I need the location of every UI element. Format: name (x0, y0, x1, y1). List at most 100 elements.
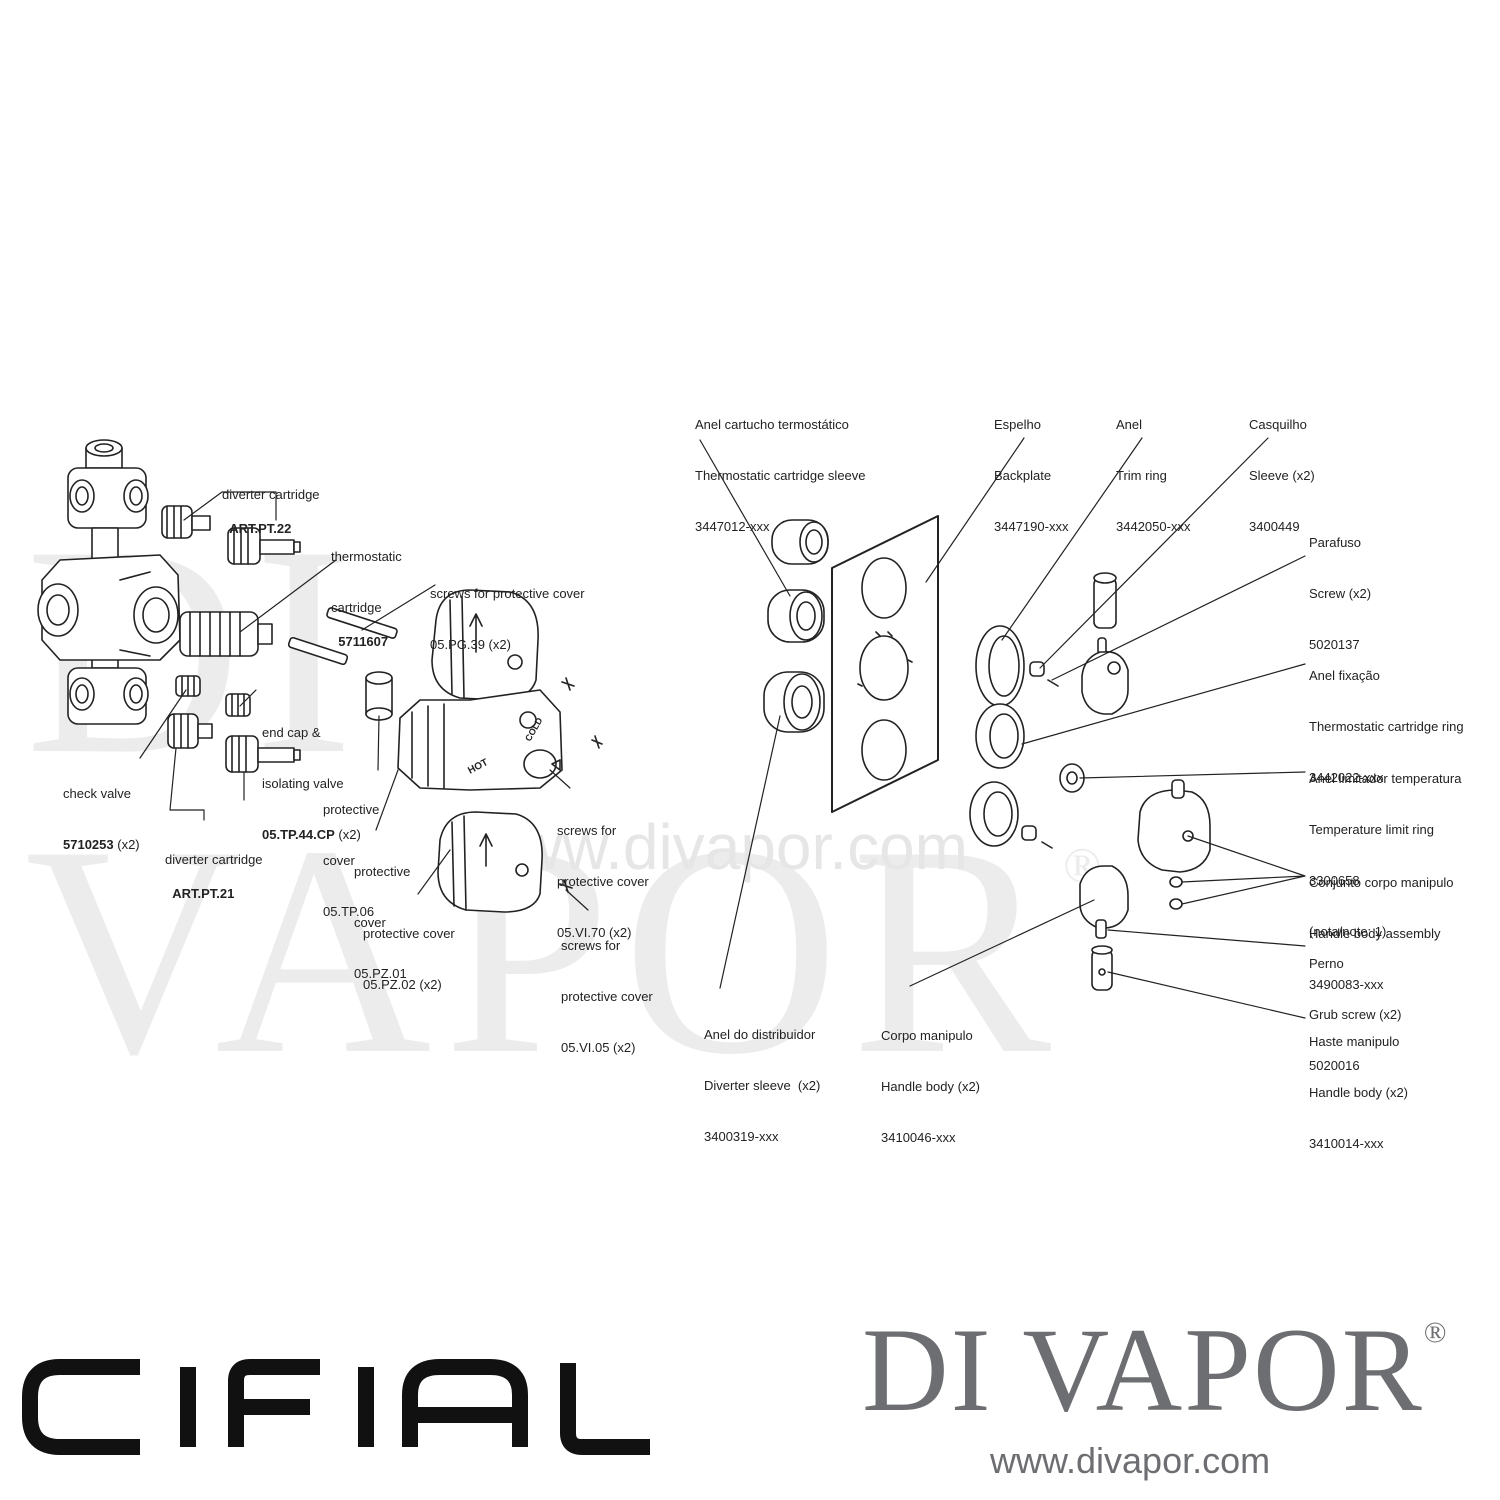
label-pt: Perno (1309, 956, 1344, 971)
label-name: protective cover (363, 926, 455, 941)
check-valves (175, 675, 251, 717)
label-en: Handle body (x2) (881, 1079, 980, 1094)
label-diverter-sleeve: Anel do distribuidor Diverter sleeve (x2… (704, 992, 820, 1162)
label-code: 05.PZ.01 (354, 966, 407, 981)
label-pt: Conjunto corpo manipulo (1309, 875, 1454, 890)
label-code: 5711607 (338, 634, 389, 649)
label-protective-cover-pz01: protective cover 05.PZ.01 (354, 829, 410, 999)
label-pt: Anel cartucho termostático (695, 417, 849, 432)
label-code: 3447012-xxx (695, 519, 770, 534)
cartridge-sleeves (763, 519, 829, 733)
label-code: 3410014-xxx (1309, 1136, 1384, 1151)
label-en: Backplate (994, 468, 1052, 483)
label-cartridge-sleeve: Anel cartucho termostático Thermostatic … (695, 382, 866, 552)
protective-cover-bottom-drum (437, 811, 543, 913)
label-screws-pg: screws for protective cover 05.PG.39 (x2… (430, 551, 585, 670)
divapor-url: www.divapor.com (990, 1440, 1271, 1481)
divapor-logo: DI VAPOR® (862, 1310, 1449, 1430)
label-pt: Anel do distribuidor (704, 1027, 816, 1042)
label-code: 3300658 (1309, 873, 1360, 888)
label-code: 5710253 (63, 837, 114, 852)
label-en: Diverter sleeve (x2) (704, 1078, 821, 1093)
label-handle-stem: Haste manipulo Handle body (x2) 3410014-… (1309, 999, 1408, 1169)
label-name-1: protective (354, 864, 411, 879)
thermostatic-cartridge (179, 611, 273, 657)
label-name: screws for protective cover (430, 586, 585, 601)
label-code: 05.PZ.02 (x2) (363, 977, 442, 992)
label-name-1: thermostatic (331, 549, 402, 564)
label-sleeve: Casquilho Sleeve (x2) 3400449 (1249, 382, 1315, 552)
divapor-registered: ® (1423, 1316, 1449, 1349)
label-temperature-limit-ring: Anel limitador temperatura Temperature l… (1309, 736, 1461, 957)
small-screws (559, 677, 603, 893)
label-pt: Haste manipulo (1309, 1034, 1400, 1049)
handle-body-assembly (1137, 779, 1211, 910)
label-qty: (x2) (338, 827, 361, 842)
label-trim-ring: Anel Trim ring 3442050-xxx (1116, 382, 1190, 552)
label-code: 05.TP.44.CP (262, 827, 335, 842)
label-name-2: protective cover (561, 989, 653, 1004)
cifial-logo (22, 1359, 650, 1455)
label-code: 5020016 (1309, 1058, 1360, 1073)
label-name-1: protective (323, 802, 380, 817)
label-en: Thermostatic cartridge ring (1309, 719, 1464, 734)
label-note: (nota/note: 1) (1309, 924, 1387, 939)
protective-cover-small (365, 671, 393, 721)
label-en: Handle body (x2) (1309, 1085, 1408, 1100)
label-screws-vi05: screws for protective cover 05.VI.05 (x2… (561, 903, 653, 1073)
label-cartridge-ring: Anel fixação Thermostatic cartridge ring… (1309, 633, 1464, 803)
label-qty: (x2) (117, 837, 140, 852)
label-protective-cover-tp: protective cover 05.TP.06 (323, 767, 379, 937)
right-leader-lines (699, 437, 1306, 1019)
label-en: Trim ring (1116, 468, 1167, 483)
label-code: 05.VI.70 (x2) (557, 925, 632, 940)
diverter-cartridge-bottom (167, 713, 301, 773)
label-name-2: cover (354, 915, 386, 930)
label-code: 3400319-xxx (704, 1129, 779, 1144)
label-check-valve: check valve 5710253 (x2) (63, 751, 140, 870)
label-pt: Corpo manipulo (881, 1028, 973, 1043)
label-thermostatic-cartridge: thermostatic cartridge 5711607 (331, 514, 402, 650)
trim-rings (969, 625, 1025, 847)
diverter-cartridge-top (161, 505, 301, 565)
label-en: Handle body assembly (1309, 926, 1441, 941)
label-en: Thermostatic cartridge sleeve (695, 468, 866, 483)
label-backplate: Espelho Backplate 3447190-xxx (994, 382, 1068, 552)
label-code: 5020137 (1309, 637, 1360, 652)
label-code: 3410046-xxx (881, 1130, 956, 1145)
label-code: ART.PT.22 (229, 521, 292, 536)
handle-assembly-upper (1081, 572, 1129, 715)
label-code: 3442050-xxx (1116, 519, 1191, 534)
label-name-1: end cap & (262, 725, 321, 740)
label-en: Temperature limit ring (1309, 822, 1434, 837)
label-en: Screw (x2) (1309, 586, 1372, 601)
label-code: ART.PT.21 (172, 886, 235, 901)
backplate (831, 515, 939, 813)
label-pt: Casquilho (1249, 417, 1307, 432)
label-code: 05.VI.05 (x2) (561, 1040, 636, 1055)
label-name-2: protective cover (557, 874, 649, 889)
label-handle-body: Corpo manipulo Handle body (x2) 3410046-… (881, 993, 980, 1163)
handle-body-lower (1079, 865, 1129, 991)
label-pt: Anel limitador temperatura (1309, 771, 1462, 786)
label-name: check valve (63, 786, 131, 801)
label-en: Grub screw (x2) (1309, 1007, 1402, 1022)
label-name-2: isolating valve (262, 776, 344, 791)
small-sleeves-screws (1021, 661, 1085, 849)
label-pt: Parafuso (1309, 535, 1362, 550)
long-screws (287, 607, 398, 666)
label-name-1: screws for (557, 823, 617, 838)
label-code: 05.TP.06 (323, 904, 375, 919)
label-name: diverter cartridge (222, 487, 320, 502)
label-name-2: cartridge (331, 600, 382, 615)
label-screw: Parafuso Screw (x2) 5020137 (1309, 500, 1371, 670)
label-code: 3442022-xxx (1309, 770, 1384, 785)
label-code: 3400449 (1249, 519, 1300, 534)
label-pt: Espelho (994, 417, 1041, 432)
label-code: 3447190-xxx (994, 519, 1069, 534)
label-name: diverter cartridge (165, 852, 263, 867)
label-diverter-cartridge-bottom: diverter cartridge ART.PT.21 (165, 817, 263, 902)
watermark-url: www.divapor.com (470, 811, 968, 883)
label-protective-cover-pz02: protective cover 05.PZ.02 (x2) (363, 891, 455, 1010)
